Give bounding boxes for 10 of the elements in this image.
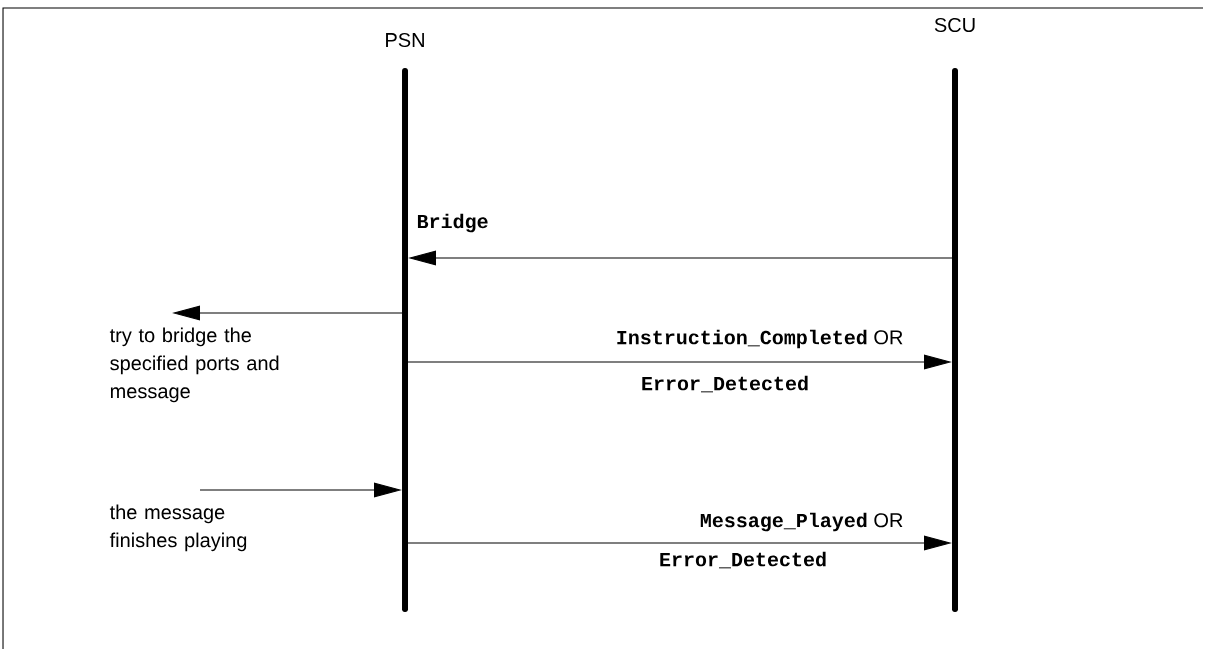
note: try to bridge the specified ports and message [109, 327, 279, 403]
node-label: PSN [386, 32, 424, 48]
edge-label: Message_Played OR [700, 512, 903, 532]
lifeline: SCU [934, 17, 975, 612]
edge-label: Bridge [417, 213, 488, 233]
message-name: Error_Detected [660, 551, 826, 569]
message-name: Error_Detected [642, 375, 808, 393]
edge-label: Instruction_Completed OR [617, 329, 903, 349]
node-label: SCU [934, 17, 975, 33]
note: the message finishes playing [109, 504, 247, 552]
